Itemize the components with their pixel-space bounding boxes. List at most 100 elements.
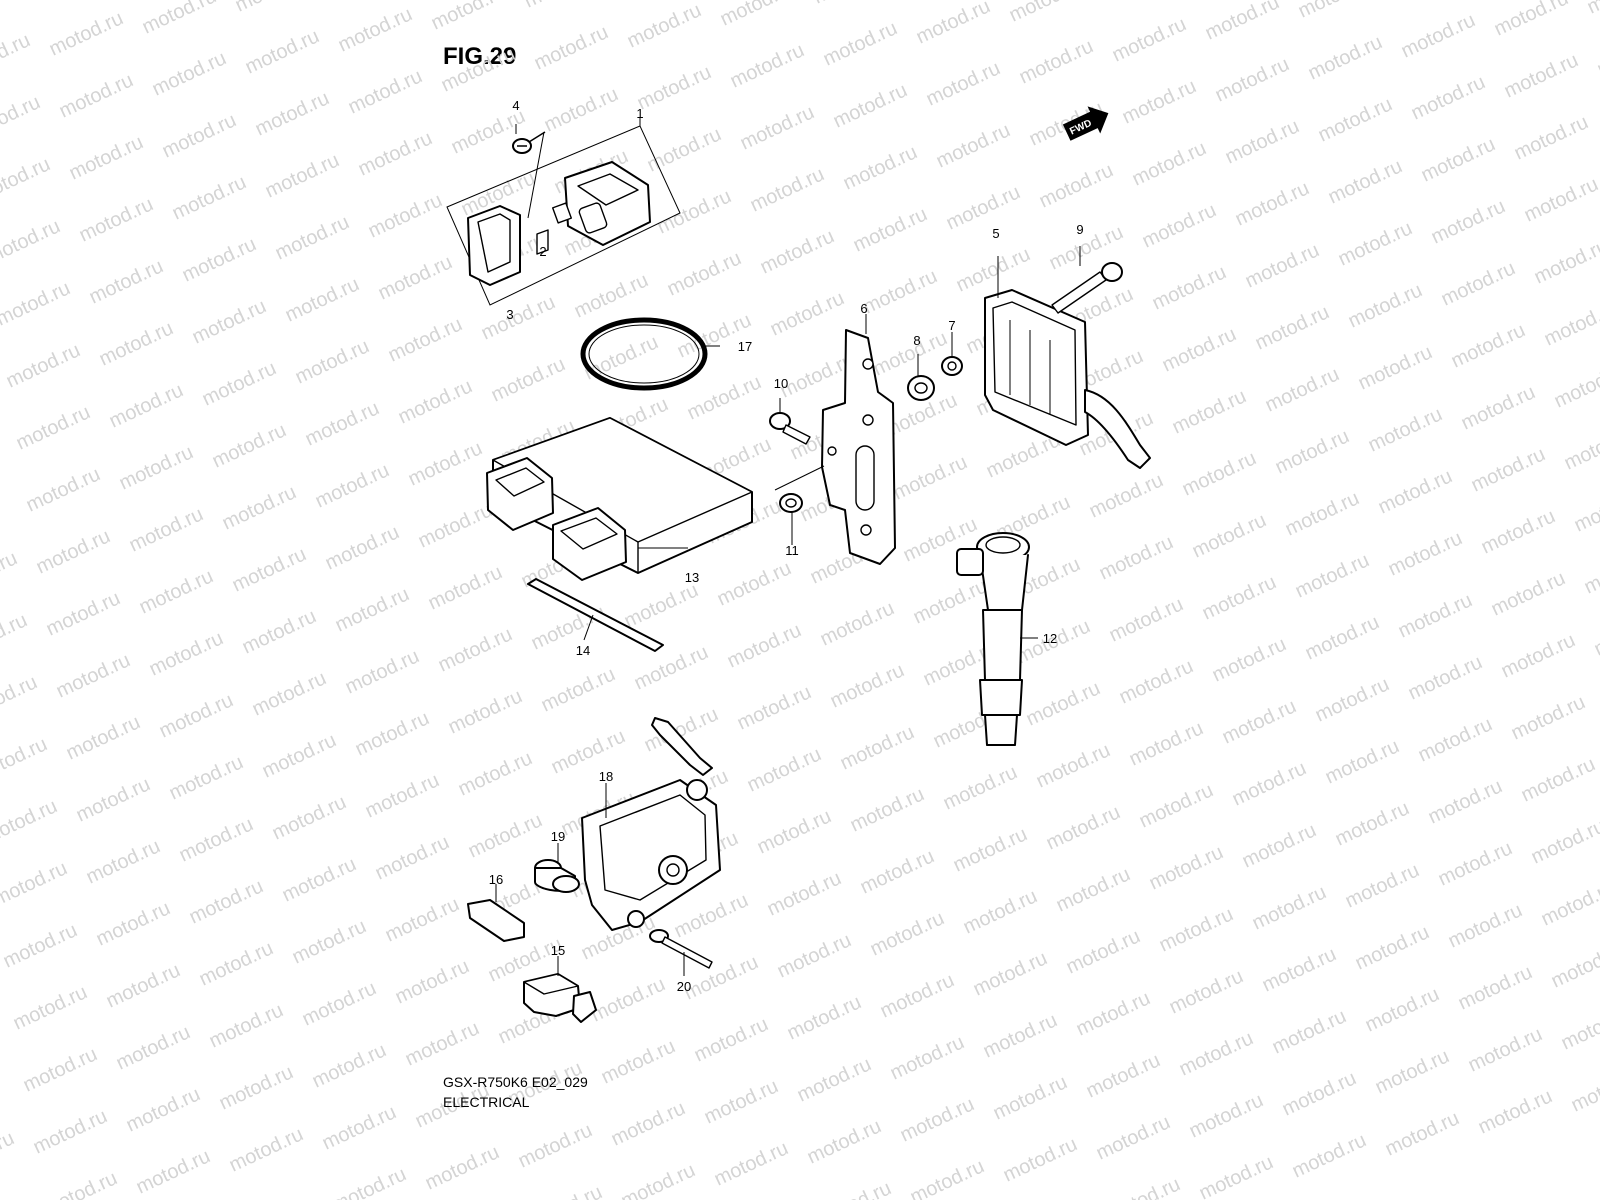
watermark-text: motod.ru (269, 791, 350, 844)
watermark-text: motod.ru (319, 1101, 400, 1154)
watermark-text: motod.ru (415, 499, 496, 552)
watermark-text: motod.ru (1129, 137, 1210, 190)
watermark-text: motod.ru (528, 601, 609, 654)
part-ignition-coil-12 (956, 532, 1038, 746)
watermark-text: motod.ru (0, 547, 21, 600)
watermark-text: motod.ru (1036, 159, 1117, 212)
watermark-text: motod.ru (953, 243, 1034, 296)
watermark-text: motod.ru (43, 587, 124, 640)
watermark-text: motod.ru (820, 17, 901, 70)
watermark-text: motod.ru (1176, 1027, 1257, 1080)
watermark-text: motod.ru (1568, 1063, 1600, 1116)
watermark-text: motod.ru (0, 609, 31, 662)
watermark-text: motod.ru (1375, 465, 1456, 518)
watermark-text: motod.ru (1445, 899, 1526, 952)
watermark-text: motod.ru (30, 1105, 111, 1158)
watermark-text: motod.ru (1093, 1111, 1174, 1164)
watermark-text: motod.ru (887, 1031, 968, 1084)
watermark-text: motod.ru (1269, 1005, 1350, 1058)
watermark-text: motod.ru (63, 711, 144, 764)
watermark-text: motod.ru (123, 1083, 204, 1136)
watermark-text: motod.ru (23, 463, 104, 516)
watermark-text: motod.ru (0, 857, 71, 910)
watermark-text: motod.ru (352, 707, 433, 760)
watermark-text: motod.ru (784, 991, 865, 1044)
watermark-text: motod.ru (598, 1035, 679, 1088)
watermark-text: motod.ru (1345, 279, 1426, 332)
watermark-text: motod.ru (581, 331, 662, 384)
watermark-text: motod.ru (1531, 235, 1600, 288)
watermark-text: motod.ru (1315, 93, 1396, 146)
watermark-text: motod.ru (950, 823, 1031, 876)
part-sensor-15 (523, 956, 597, 1023)
part-throttle-sensor-18 (581, 717, 721, 931)
watermark-text: motod.ru (242, 25, 323, 78)
watermark-text: motod.ru (196, 937, 277, 990)
watermark-text: motod.ru (1169, 385, 1250, 438)
watermark-text: motod.ru (76, 193, 157, 246)
watermark-text: motod.ru (990, 1071, 1071, 1124)
watermark-text: motod.ru (1073, 987, 1154, 1040)
callout-19: 19 (551, 829, 565, 844)
watermark-text: motod.ru (671, 889, 752, 942)
watermark-text: motod.ru (0, 91, 44, 144)
callout-1: 1 (636, 106, 643, 121)
watermark-text: motod.ru (232, 0, 313, 17)
watermark-text: motod.ru (322, 521, 403, 574)
watermark-text: motod.ru (1498, 629, 1579, 682)
watermark-text: motod.ru (1468, 443, 1549, 496)
watermark-text: motod.ru (525, 1181, 606, 1200)
watermark-text: motod.ru (1242, 239, 1323, 292)
watermark-text: motod.ru (1581, 545, 1600, 598)
watermark-text: motod.ru (1096, 531, 1177, 584)
watermark-text: motod.ru (1425, 775, 1506, 828)
watermark-text: motod.ru (13, 401, 94, 454)
watermark-text: motod.ru (837, 721, 918, 774)
watermark-text: motod.ru (1209, 633, 1290, 686)
watermark-text: motod.ru (521, 0, 602, 13)
watermark-text: motod.ru (0, 671, 41, 724)
watermark-text: motod.ru (1448, 319, 1529, 372)
watermark-text: motod.ru (149, 47, 230, 100)
watermark-text: motod.ru (1222, 115, 1303, 168)
watermark-text: motod.ru (571, 269, 652, 322)
watermark-text: motod.ru (1332, 797, 1413, 850)
watermark-text: motod.ru (814, 1177, 895, 1200)
watermark-text: motod.ru (186, 875, 267, 928)
watermark-text: motod.ru (1561, 421, 1600, 474)
watermark-text: motod.ru (943, 181, 1024, 234)
watermark-text: motod.ru (1116, 655, 1197, 708)
watermark-text: motod.ru (1139, 199, 1220, 252)
watermark-text: motod.ru (1398, 9, 1479, 62)
watermark-text: motod.ru (216, 1061, 297, 1114)
watermark-text: motod.ru (754, 805, 835, 858)
watermark-text: motod.ru (857, 845, 938, 898)
watermark-text: motod.ru (1465, 1023, 1546, 1076)
watermark-text: motod.ru (86, 255, 167, 308)
watermark-text: motod.ru (1023, 677, 1104, 730)
part-regulator-5 (984, 256, 1151, 469)
watermark-text: motod.ru (913, 0, 994, 49)
watermark-text: motod.ru (1000, 1133, 1081, 1186)
watermark-text: motod.ru (1372, 1045, 1453, 1098)
callout-18: 18 (599, 769, 613, 784)
watermark-text: motod.ru (1365, 403, 1446, 456)
watermark-text: motod.ru (272, 211, 353, 264)
watermark-text: motod.ru (1528, 815, 1600, 868)
callout-2: 2 (539, 244, 546, 259)
callout-15: 15 (551, 943, 565, 958)
watermark-text: motod.ru (0, 1127, 18, 1180)
callout-10: 10 (774, 376, 788, 391)
watermark-text: motod.ru (804, 1115, 885, 1168)
watermark-text: motod.ru (1352, 921, 1433, 974)
watermark-text: motod.ru (1302, 611, 1383, 664)
watermark-text: motod.ru (206, 999, 287, 1052)
watermark-text: motod.ru (1355, 341, 1436, 394)
watermark-text: motod.ru (252, 87, 333, 140)
watermark-text: motod.ru (262, 149, 343, 202)
watermark-text: motod.ru (747, 163, 828, 216)
watermark-text: motod.ru (10, 981, 91, 1034)
watermark-text: motod.ru (960, 885, 1041, 938)
watermark-text: motod.ru (93, 897, 174, 950)
watermark-text: motod.ru (1548, 939, 1600, 992)
